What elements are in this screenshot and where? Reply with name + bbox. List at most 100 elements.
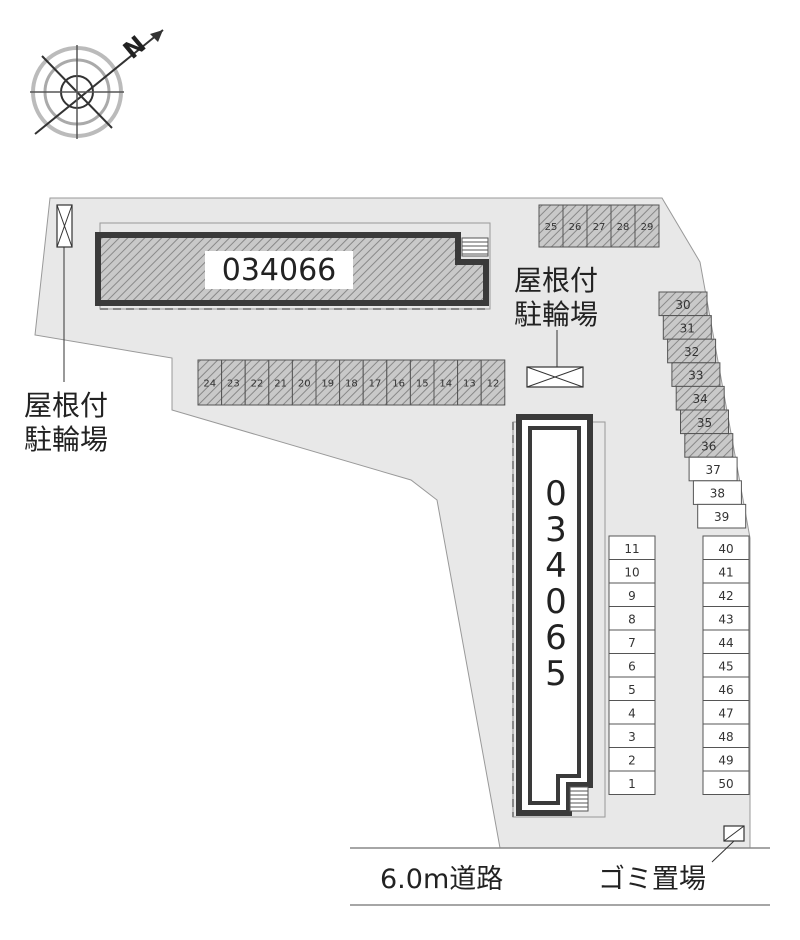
parking-slot-43: 43 xyxy=(702,606,750,631)
parking-slot-11: 11 xyxy=(608,535,656,560)
parking-slot-label: 48 xyxy=(718,730,733,744)
parking-slot-17: 17 xyxy=(362,359,388,406)
parking-slot-label: 1 xyxy=(628,777,636,791)
parking-slot-27: 27 xyxy=(586,204,612,248)
parking-slot-label: 44 xyxy=(718,636,733,650)
parking-slot-33: 33 xyxy=(671,362,721,387)
parking-slot-37: 37 xyxy=(688,456,738,482)
parking-slot-36: 36 xyxy=(684,433,734,458)
parking-slot-label: 9 xyxy=(628,589,636,603)
bike-parking-label-mid-1: 屋根付 xyxy=(514,264,598,297)
parking-slot-48: 48 xyxy=(702,723,750,748)
parking-slot-label: 25 xyxy=(545,222,558,233)
parking-slot-34: 34 xyxy=(675,385,725,411)
parking-slot-label: 46 xyxy=(718,683,733,697)
parking-slot-label: 27 xyxy=(593,222,606,233)
parking-slot-label: 21 xyxy=(274,379,287,390)
parking-slot-46: 46 xyxy=(702,676,750,701)
parking-slot-40: 40 xyxy=(702,535,750,560)
parking-slot-28: 28 xyxy=(610,204,636,248)
parking-slot-14: 14 xyxy=(433,359,459,406)
parking-slot-21: 21 xyxy=(268,359,293,406)
parking-slot-22: 22 xyxy=(244,359,270,406)
parking-slot-label: 12 xyxy=(487,379,500,390)
parking-slot-24: 24 xyxy=(197,359,223,406)
parking-slot-5: 5 xyxy=(608,676,656,701)
bike-parking-mid: 屋根付 駐輪場 xyxy=(514,264,598,388)
parking-slot-label: 18 xyxy=(345,379,358,390)
parking-slot-label: 43 xyxy=(718,612,733,626)
parking-slot-label: 2 xyxy=(628,753,636,767)
parking-slot-label: 49 xyxy=(718,753,733,767)
parking-slot-50: 50 xyxy=(702,770,750,795)
parking-slot-10: 10 xyxy=(608,559,656,584)
parking-slot-label: 19 xyxy=(321,379,334,390)
parking-slot-15: 15 xyxy=(409,359,435,406)
parking-slot-label: 39 xyxy=(714,510,729,524)
parking-slot-label: 34 xyxy=(693,392,708,406)
parking-slot-42: 42 xyxy=(702,582,750,607)
parking-slot-23: 23 xyxy=(221,359,246,406)
parking-slot-label: 36 xyxy=(701,439,716,453)
parking-slot-2: 2 xyxy=(608,747,656,772)
parking-slot-26: 26 xyxy=(562,204,588,248)
bike-parking-label-left-1: 屋根付 xyxy=(24,389,108,422)
parking-slot-30: 30 xyxy=(658,291,708,317)
parking-slot-label: 29 xyxy=(641,222,654,233)
parking-slot-4: 4 xyxy=(608,700,656,725)
parking-slot-13: 13 xyxy=(457,359,482,406)
parking-slot-label: 7 xyxy=(628,636,636,650)
building-034066: 034066 xyxy=(95,222,491,310)
parking-slot-29: 29 xyxy=(634,204,660,248)
parking-slot-25: 25 xyxy=(538,204,564,248)
bike-parking-label-mid-2: 駐輪場 xyxy=(514,298,598,331)
parking-slot-44: 44 xyxy=(702,629,750,654)
parking-slot-label: 30 xyxy=(675,298,690,312)
parking-slot-19: 19 xyxy=(315,359,341,406)
parking-slot-20: 20 xyxy=(291,359,317,406)
parking-slot-39: 39 xyxy=(697,503,747,529)
parking-slot-18: 18 xyxy=(339,359,364,406)
parking-slot-label: 33 xyxy=(688,369,703,383)
parking-slot-label: 45 xyxy=(718,659,733,673)
north-label: N xyxy=(118,30,151,64)
parking-slot-31: 31 xyxy=(662,315,712,340)
parking-slot-label: 26 xyxy=(569,222,582,233)
parking-slot-label: 22 xyxy=(251,379,264,390)
parking-slot-label: 20 xyxy=(298,379,311,390)
garbage-area: ゴミ置場 xyxy=(598,825,745,895)
parking-slot-label: 24 xyxy=(203,379,216,390)
parking-slot-1: 1 xyxy=(608,770,656,795)
parking-slot-12: 12 xyxy=(480,359,506,406)
parking-slot-label: 4 xyxy=(628,706,636,720)
parking-slot-label: 31 xyxy=(680,321,695,335)
parking-slot-41: 41 xyxy=(702,559,750,584)
road-label: 6.0m道路 xyxy=(380,864,503,895)
parking-slot-label: 16 xyxy=(392,379,405,390)
road: 6.0m道路 xyxy=(350,847,770,906)
bike-parking-left: 屋根付 駐輪場 xyxy=(24,204,108,456)
parking-slot-label: 14 xyxy=(439,379,452,390)
parking-slot-label: 23 xyxy=(227,379,240,390)
parking-slot-label: 35 xyxy=(697,416,712,430)
parking-slot-label: 47 xyxy=(718,706,733,720)
parking-slot-label: 32 xyxy=(684,345,699,359)
parking-slot-47: 47 xyxy=(702,700,750,725)
parking-slot-label: 6 xyxy=(628,659,636,673)
parking-slot-35: 35 xyxy=(680,409,729,435)
parking-slot-7: 7 xyxy=(608,629,656,654)
compass-rose-icon: N xyxy=(30,29,164,139)
parking-slot-3: 3 xyxy=(608,723,656,748)
parking-slot-label: 40 xyxy=(718,542,733,556)
parking-slot-label: 17 xyxy=(369,379,382,390)
building-id-034066: 034066 xyxy=(222,253,337,288)
parking-slot-label: 11 xyxy=(624,542,639,556)
parking-slot-label: 3 xyxy=(628,730,636,744)
parking-slot-9: 9 xyxy=(608,582,656,607)
parking-slot-45: 45 xyxy=(702,653,750,678)
parking-slot-label: 15 xyxy=(416,379,429,390)
parking-slot-6: 6 xyxy=(608,653,656,678)
